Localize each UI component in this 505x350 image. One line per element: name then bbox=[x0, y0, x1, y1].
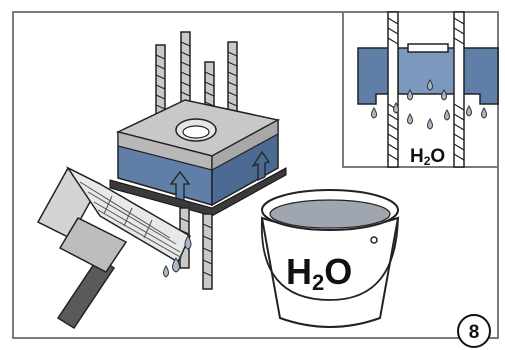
collar-base-gasket bbox=[109, 167, 287, 217]
collar-up-arrow-right bbox=[251, 150, 271, 181]
inset-rebar-rods bbox=[387, 11, 465, 168]
step-number-badge: 8 bbox=[457, 314, 491, 348]
cleaning-brush bbox=[36, 166, 191, 330]
inset-h2o-tail: O bbox=[430, 146, 445, 167]
inset-water-drops bbox=[371, 79, 487, 130]
inset-h2o-label: H2O bbox=[410, 146, 445, 168]
step-badge-circle bbox=[457, 314, 491, 348]
bucket-water bbox=[269, 199, 391, 229]
inset-h2o-subscript: 2 bbox=[424, 154, 431, 168]
inset-h2o-main: H bbox=[410, 146, 424, 167]
brush-handle bbox=[56, 256, 116, 330]
bucket-h2o-subscript: 2 bbox=[312, 270, 324, 295]
bucket-h2o-tail: O bbox=[324, 251, 352, 292]
collar-up-arrow-left bbox=[169, 170, 191, 203]
step-number: 8 bbox=[469, 322, 480, 343]
inset-detail-panel: H2O bbox=[342, 11, 499, 168]
bucket-h2o-main: H bbox=[286, 251, 312, 292]
brush-water-drops bbox=[163, 235, 192, 278]
bucket-handle bbox=[260, 217, 399, 301]
sleeve-collar bbox=[109, 99, 287, 217]
bucket-h2o-label: H2O bbox=[286, 251, 352, 295]
water-bucket: H2O bbox=[260, 189, 400, 328]
